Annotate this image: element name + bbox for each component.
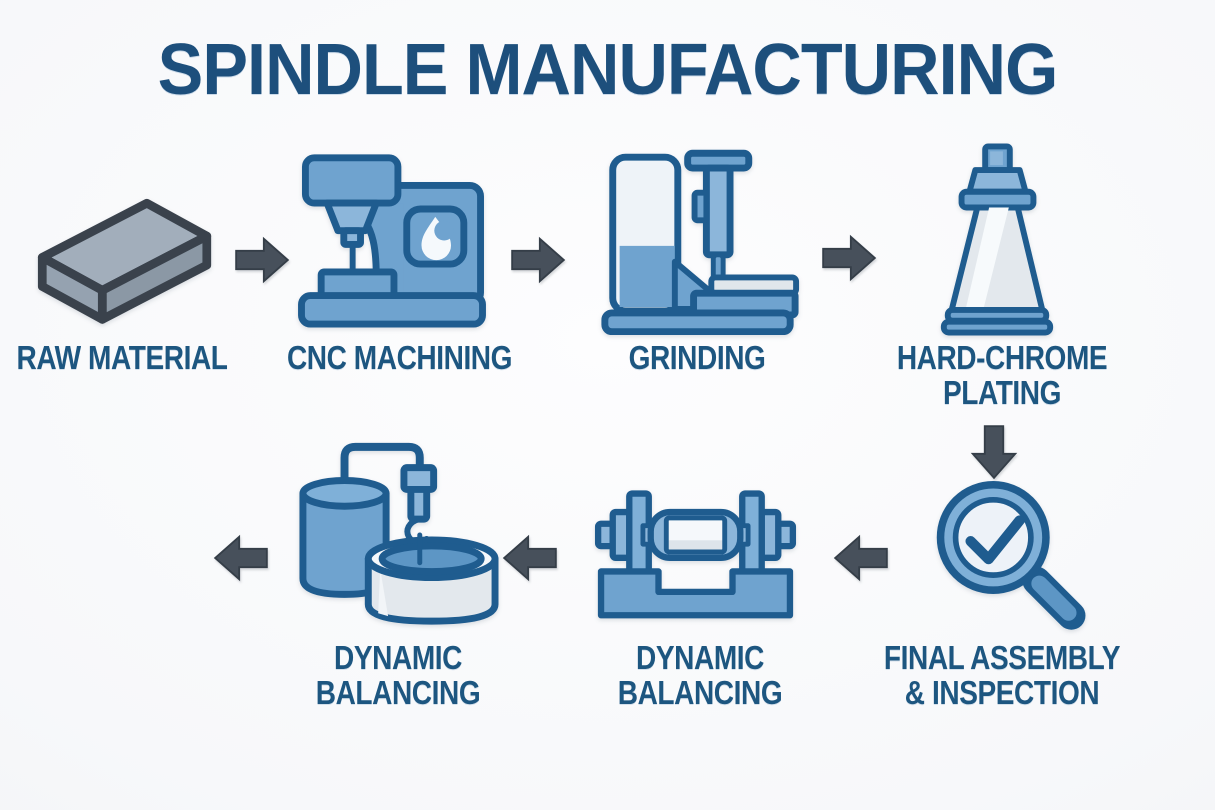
metal-bar-icon [28, 180, 223, 330]
page-title: SPINDLE MANUFACTURING [157, 30, 1059, 110]
arrow-right-icon [510, 236, 566, 284]
plating-spindle-icon [933, 142, 1061, 336]
arrow-left-icon [833, 534, 889, 582]
arrow-left-icon [213, 534, 269, 582]
balancing-machine-icon [588, 477, 803, 625]
step-label-final-assembly: FINAL ASSEMBLY & INSPECTION [883, 639, 1121, 711]
step-label-raw-material: RAW MATERIAL [16, 339, 228, 376]
arrow-down-icon [970, 423, 1018, 481]
step-label-cnc-machining: CNC MACHINING [286, 339, 513, 376]
step-label-dynamic-balancing-2: DYNAMIC BALANCING [617, 639, 783, 711]
plating-tank-icon [283, 432, 511, 635]
step-label-grinding: GRINDING [628, 339, 766, 376]
arrow-left-icon [502, 534, 558, 582]
arrow-right-icon [821, 234, 877, 282]
step-label-hard-chrome: HARD-CHROME PLATING [896, 339, 1108, 411]
arrow-right-icon [234, 236, 290, 284]
magnifier-check-icon [933, 476, 1093, 646]
grinding-machine-icon [595, 145, 802, 335]
step-label-dynamic-balancing-1: DYNAMIC BALANCING [315, 639, 481, 711]
cnc-machine-icon [293, 148, 491, 330]
